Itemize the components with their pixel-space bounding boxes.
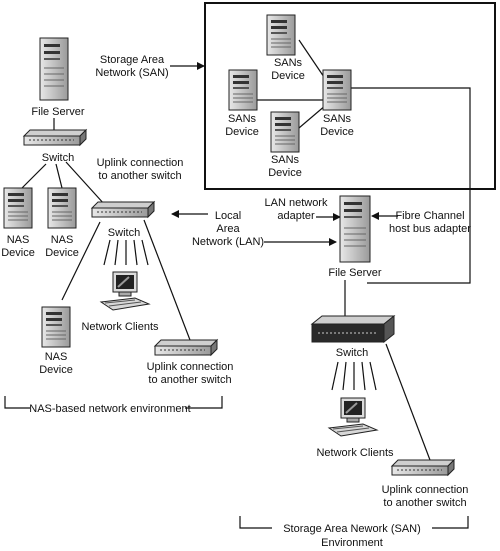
file-server-top-label: File Server: [31, 106, 85, 118]
nas-device-3: [41, 306, 71, 348]
label-sans-device: SANs: [228, 113, 257, 125]
label-switch: Switch: [42, 152, 74, 164]
label-uplink-1: Uplink connection: [97, 157, 184, 169]
sans-device-left: [228, 69, 258, 111]
label-device: Device: [271, 70, 305, 82]
file-server-mid: [339, 195, 371, 263]
label-uplink-1: Uplink connection: [147, 361, 234, 373]
label-fibre-2: host bus adapter: [389, 223, 471, 235]
label-nas: NAS: [7, 234, 30, 246]
label-lan-adapter-1: LAN network: [265, 197, 328, 209]
label-network-clients: Network Clients: [81, 321, 159, 333]
label-file-server-mid: File Server: [328, 267, 382, 279]
switch-san-large: [310, 314, 396, 344]
label-switch: Switch: [336, 347, 368, 359]
file-server-top: [39, 37, 69, 101]
label-uplink-2: to another switch: [148, 374, 231, 386]
sans-device-bottom: [270, 111, 300, 153]
label-lan-adapter-2: adapter: [277, 210, 315, 222]
label-local: Local: [215, 210, 241, 222]
label-area: Area: [216, 223, 240, 235]
network-clients-right: [328, 397, 378, 437]
sans-device-top: [266, 14, 296, 56]
label-device: Device: [45, 247, 79, 259]
label-fibre-1: Fibre Channel: [395, 210, 464, 222]
label-uplink-2: to another switch: [383, 497, 466, 509]
uplink-switch-left: [154, 339, 218, 356]
label-device: Device: [320, 126, 354, 138]
switch-top: [23, 129, 87, 146]
label-switch: Switch: [108, 227, 140, 239]
san-boundary-box: [204, 2, 496, 190]
sans-device-right: [322, 69, 352, 111]
label-nas: NAS: [45, 351, 68, 363]
fibre-link: [350, 87, 471, 284]
label-device: Device: [225, 126, 259, 138]
label-uplink-2: to another switch: [98, 170, 181, 182]
san-env-bracket: [239, 516, 469, 529]
network-clients-left: [100, 271, 150, 311]
san-env-label: Storage Area Nework (SAN): [283, 523, 421, 535]
san-env-label-2: Environment: [321, 537, 383, 549]
switch-lan: [91, 201, 155, 218]
nas-env-label: NAS-based network environment: [29, 403, 190, 415]
label-network-clients: Network Clients: [316, 447, 394, 459]
label-sans-device: SANs: [274, 57, 303, 69]
label-san-label-2: Network (SAN): [95, 67, 168, 79]
label-san-label-1: Storage Area: [100, 54, 165, 66]
label-nas: NAS: [51, 234, 74, 246]
label-sans-device: SANs: [271, 154, 300, 166]
san-link: [298, 104, 327, 129]
label-network-lan: Network (LAN): [192, 236, 264, 248]
label-sans-device: SANs: [323, 113, 352, 125]
nas-env-bracket: [4, 396, 223, 409]
label-device: Device: [1, 247, 35, 259]
nas-device-1: [3, 187, 33, 229]
label-uplink-1: Uplink connection: [382, 484, 469, 496]
uplink-switch-right: [391, 459, 455, 476]
nas-device-2: [47, 187, 77, 229]
label-device: Device: [39, 364, 73, 376]
label-device: Device: [268, 167, 302, 179]
san-link: [298, 39, 327, 81]
